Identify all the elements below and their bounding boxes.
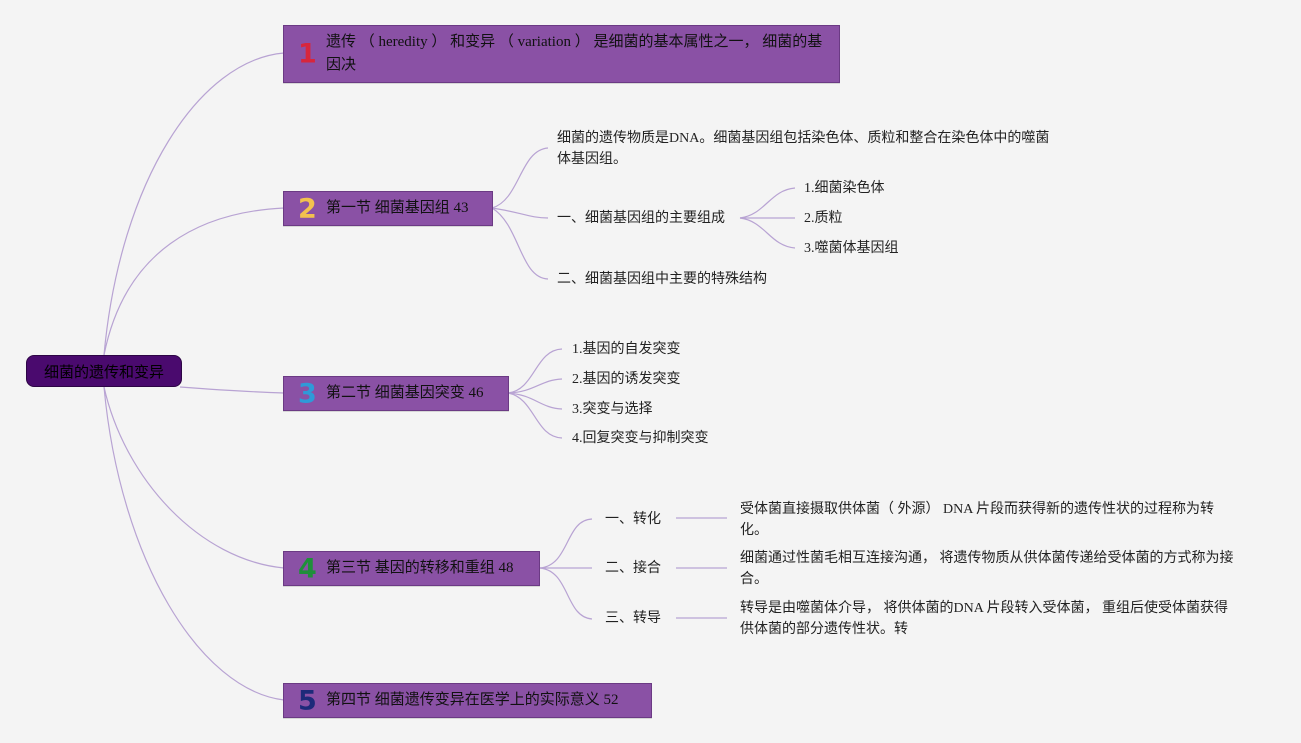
sec4-transduction[interactable]: 三、转导 [605, 611, 661, 626]
sec2-item-3[interactable]: 3.噬菌体基因组 [804, 241, 899, 256]
section-5-label: 第四节 细菌遗传变异在医学上的实际意义 52 [326, 692, 619, 708]
number-badge-2: 2 [298, 193, 317, 224]
number-badge-1: 1 [298, 38, 317, 70]
section-1-node[interactable]: 1 遗传 （ heredity ） 和变异 （ variation ） 是细菌的… [283, 25, 840, 83]
sec2-special-structure[interactable]: 二、细菌基因组中主要的特殊结构 [557, 272, 767, 287]
sec4-transduction-desc[interactable]: 转导是由噬菌体介导， 将供体菌的DNA 片段转入受体菌， 重组后使受体菌获得供体… [740, 601, 1229, 637]
number-badge-3: 3 [298, 378, 317, 409]
sec2-intro[interactable]: 细菌的遗传物质是DNA。细菌基因组包括染色体、质粒和整合在染色体中的噬菌体基因组… [557, 131, 1050, 167]
number-badge-4: 4 [298, 553, 317, 584]
section-5-node[interactable]: 5 第四节 细菌遗传变异在医学上的实际意义 52 [283, 683, 652, 718]
root-node[interactable]: 细菌的遗传和变异 [26, 355, 182, 387]
section-2-label: 第一节 细菌基因组 43 [326, 200, 469, 216]
sec4-conjugation[interactable]: 二、接合 [605, 561, 661, 576]
sec3-item-3[interactable]: 3.突变与选择 [572, 402, 653, 417]
sec3-item-1[interactable]: 1.基因的自发突变 [572, 342, 681, 357]
sec2-main-composition[interactable]: 一、细菌基因组的主要组成 [557, 211, 725, 226]
section-3-label: 第二节 细菌基因突变 46 [326, 385, 484, 401]
section-2-node[interactable]: 2 第一节 细菌基因组 43 [283, 191, 493, 226]
sec2-item-2[interactable]: 2.质粒 [804, 211, 843, 226]
sec4-conjugation-desc[interactable]: 细菌通过性菌毛相互连接沟通， 将遗传物质从供体菌传递给受体菌的方式称为接合。 [740, 551, 1234, 587]
sec4-transformation-desc[interactable]: 受体菌直接摄取供体菌（ 外源） DNA 片段而获得新的遗传性状的过程称为转化。 [740, 502, 1215, 538]
number-badge-5: 5 [298, 685, 317, 716]
section-4-node[interactable]: 4 第三节 基因的转移和重组 48 [283, 551, 540, 586]
section-4-label: 第三节 基因的转移和重组 48 [326, 560, 514, 576]
sec3-item-2[interactable]: 2.基因的诱发突变 [572, 372, 681, 387]
sec4-transformation[interactable]: 一、转化 [605, 512, 661, 527]
sec3-item-4[interactable]: 4.回复突变与抑制突变 [572, 431, 709, 446]
section-1-label: 遗传 （ heredity ） 和变异 （ variation ） 是细菌的基本… [326, 34, 823, 73]
sec2-item-1[interactable]: 1.细菌染色体 [804, 181, 885, 196]
section-3-node[interactable]: 3 第二节 细菌基因突变 46 [283, 376, 509, 411]
